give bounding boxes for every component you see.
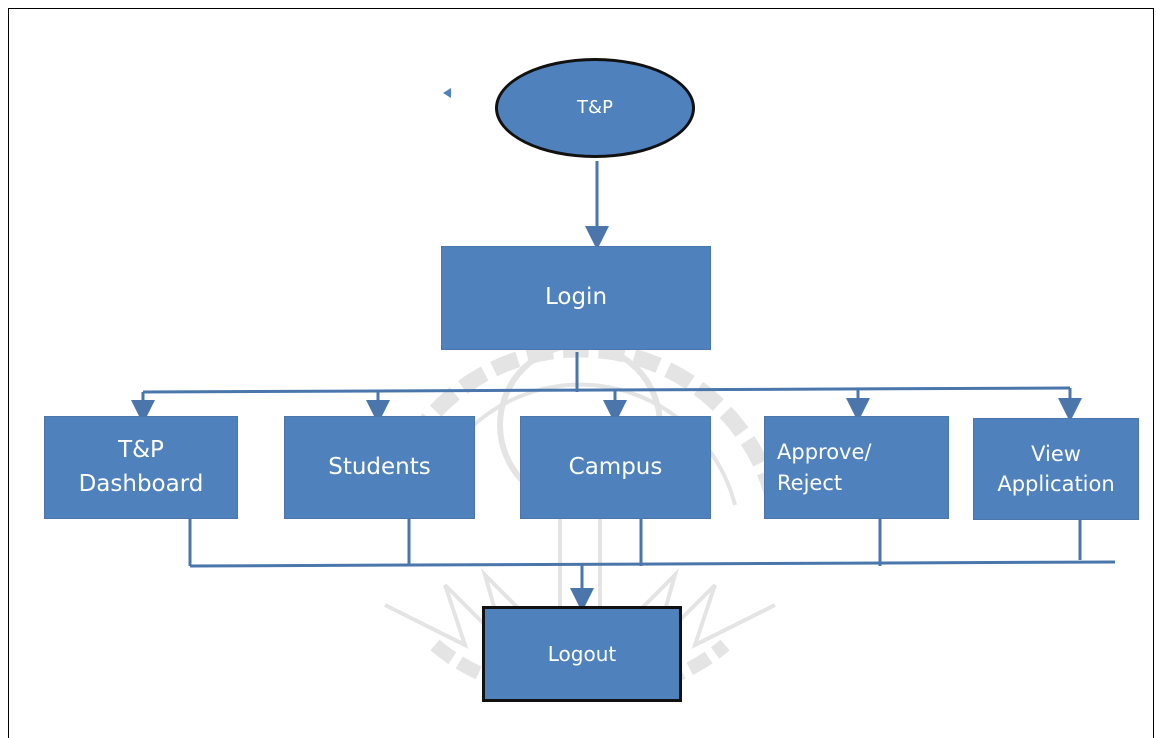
students-node: Students (284, 416, 475, 519)
view-application-label-line2: Application (997, 472, 1115, 496)
login-node: Login (441, 246, 711, 350)
approve-reject-label-line2: Reject (777, 470, 843, 495)
view-application-node: View Application (973, 418, 1139, 520)
diagram-frame (8, 8, 1154, 738)
login-label: Login (544, 284, 608, 311)
students-label: Students (328, 453, 431, 480)
tp-dashboard-label-line2: Dashboard (78, 470, 204, 497)
logout-node: Logout (482, 606, 682, 702)
campus-label: Campus (568, 453, 663, 480)
campus-node: Campus (520, 416, 711, 519)
stray-arrow-mark (443, 88, 451, 98)
tp-dashboard-node: T&P Dashboard (44, 416, 238, 519)
approve-reject-node: Approve/ Reject (764, 416, 949, 519)
tp-root-label: T&P (577, 96, 613, 118)
view-application-label-line1: View (1031, 441, 1081, 466)
logout-label: Logout (547, 641, 617, 666)
tp-root-node: T&P (495, 58, 695, 158)
approve-reject-label-line1: Approve/ (777, 440, 872, 465)
tp-dashboard-label-line1: T&P (118, 437, 164, 464)
